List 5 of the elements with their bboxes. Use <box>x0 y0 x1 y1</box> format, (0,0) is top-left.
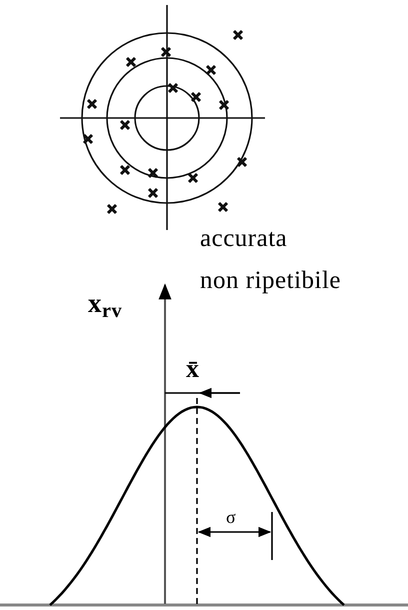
axis-label: x$_{rv}$ <box>88 290 122 317</box>
annotation-text: non ripetibile <box>200 268 341 293</box>
mean-label: x̄ <box>186 356 200 382</box>
sigma-label: σ <box>226 508 236 526</box>
annotation-text: accurata <box>200 226 288 251</box>
